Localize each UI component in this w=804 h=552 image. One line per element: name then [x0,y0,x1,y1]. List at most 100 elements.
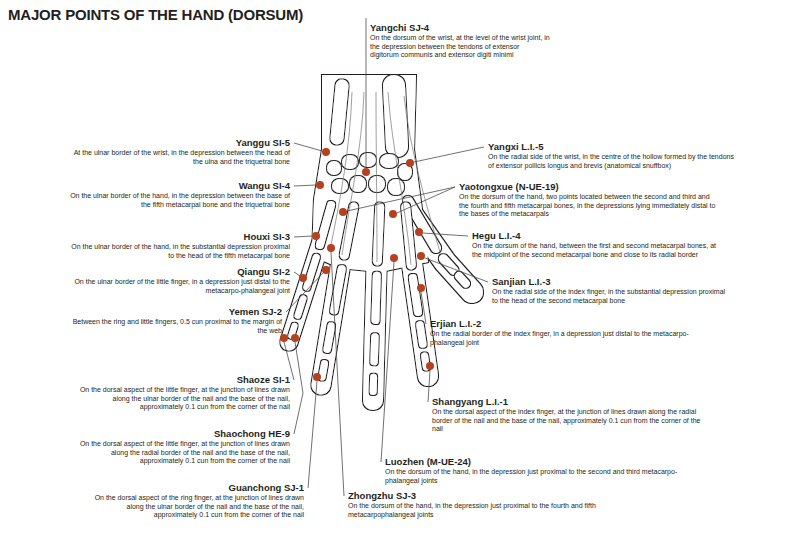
label-slot: Luozhen (M-UE-24) [385,456,685,467]
leader-line [397,187,455,213]
label-slot: On the dorsum of the hand, between the f… [472,242,722,259]
point-name: Shangyang L.I.-1 [432,396,712,407]
tendons [330,92,440,265]
little-finger-outline [289,245,320,342]
leader-line [428,370,430,402]
phalanx-bone [370,337,378,362]
label-slot: On the dorsum of the hand, in the depres… [385,468,685,485]
acupoint-dot [389,210,397,218]
acupoint-dot [316,181,324,189]
phalanx-bone [375,276,376,320]
label-slot: On the dorsum of the hand, in the depres… [348,502,608,519]
phalanx-bone [307,257,317,287]
point-description: On the ulnar border of the little finger… [70,278,290,295]
phalanx-bone [334,269,342,310]
point-description: At the ulnar border of the wrist, in the… [70,149,290,166]
leader-line [425,258,488,282]
acupoint-dot [426,362,434,370]
label-slot: On the dorsal aspect of the index finger… [432,408,712,434]
point-name: Yangchi SJ-4 [370,22,550,33]
point-name: Erjian L.I.-2 [430,318,690,329]
label-slot: Yemen SJ-2 [72,306,282,317]
carpal-bone [327,161,341,175]
label-slot: Erjian L.I.-2 [430,318,690,329]
hand-bones [291,86,465,392]
tendon-line [330,92,352,250]
point-name: Hegu L.I.-4 [472,230,722,241]
label-slot: Yanggu SI-5 [70,137,290,148]
point-description: On the ulnar border of the hand, in the … [70,192,290,209]
radius-bone [394,86,397,146]
leader-line [294,342,303,434]
label-slot: Yangxi L.I.-5 [488,141,738,152]
label-slot: On the radial side of the wrist, in the … [488,153,738,170]
leader-line [308,381,317,488]
acupoint-dot [322,266,330,274]
point-name: Yaotongxue (N-UE-19) [459,181,719,192]
point-description: On the dorsum of the hand, between the f… [472,242,722,259]
point-name: Yemen SJ-2 [72,306,282,317]
point-description: On the dorsal aspect of the index finger… [432,408,712,434]
label-slot: Guanchong SJ-1 [84,482,304,493]
acupoint-dot [406,159,414,167]
acupoint-dot [327,244,335,252]
label-slot: On the ulnar border of the little finger… [70,278,290,295]
phalanx-bone [420,325,423,344]
label-slot: On the dorsum of the wrist, at the level… [370,34,550,60]
acupoint-dot [280,334,288,342]
label-slot: Yaotongxue (N-UE-19) [459,181,719,192]
point-name: Luozhen (M-UE-24) [385,456,685,467]
point-name: Guanchong SJ-1 [84,482,304,493]
middle-finger-outline [373,250,377,400]
label-slot: On the ulnar border of the hand, in the … [70,192,290,209]
label-slot: Shaochong HE-9 [70,428,290,439]
tendon-line [376,92,377,262]
phalanx-bone [413,278,418,312]
label-slot: Sanjian L.I.-3 [492,276,732,287]
label-slot: On the dorsal aspect of the little finge… [70,386,290,412]
leader-line [421,292,426,324]
point-description: On the dorsal aspect of the little finge… [70,440,290,466]
acupoints [280,148,434,381]
label-slot: On the dorsal aspect of the little finge… [70,440,290,466]
acupoint-dot [339,208,347,216]
point-name: Shaochong HE-9 [70,428,290,439]
label-slot: On the ulnar border of the hand, in the … [70,243,290,260]
leader-line [286,273,323,312]
acupoint-dot [322,148,330,156]
label-slot: On the radial side of the index finger, … [492,288,732,305]
tendon-line [404,96,440,252]
point-name: Yanggu SI-5 [70,137,290,148]
carpal-bone [342,155,358,169]
carpal-bone [332,179,348,193]
point-name: Wangu SI-4 [70,180,290,191]
point-description: On the dorsal aspect of the little finge… [70,386,290,412]
leader-line [294,236,312,237]
label-slot: On the radial border of the index finger… [430,330,690,347]
point-name: Qiangu SI-2 [70,266,290,277]
point-description: On the dorsum of the wrist, at the level… [370,34,550,60]
acupoint-dot [291,334,299,342]
metacarpal-bone [320,205,331,245]
label-slot: Qiangu SI-2 [70,266,290,277]
label-slot: On the dorsal aspect of the ring finger,… [84,494,304,520]
phalanx-bone [425,356,427,367]
tendon-line [388,92,411,265]
acupoint-dot [362,168,370,176]
leader-line [294,272,300,276]
metacarpal-bone [377,207,379,261]
label-slot: At the ulnar border of the wrist, in the… [70,149,290,166]
leader-lines [284,18,488,496]
carpal-bone [360,153,376,167]
diagram-title: MAJOR POINTS OF THE HAND (DORSUM) [8,6,303,24]
point-description: Between the ring and little fingers, 0.5… [72,318,282,335]
phalanx-bone [459,276,466,283]
phalanx-bone [370,377,377,391]
leader-line [331,252,344,496]
acupoint-dot [417,252,425,260]
label-slot: On the dorsum of the hand, two points lo… [459,193,719,219]
point-description: On the radial side of the index finger, … [492,288,732,305]
label-slot: Shaoze SI-1 [70,374,290,385]
title-slot: MAJOR POINTS OF THE HAND (DORSUM) [8,6,303,24]
